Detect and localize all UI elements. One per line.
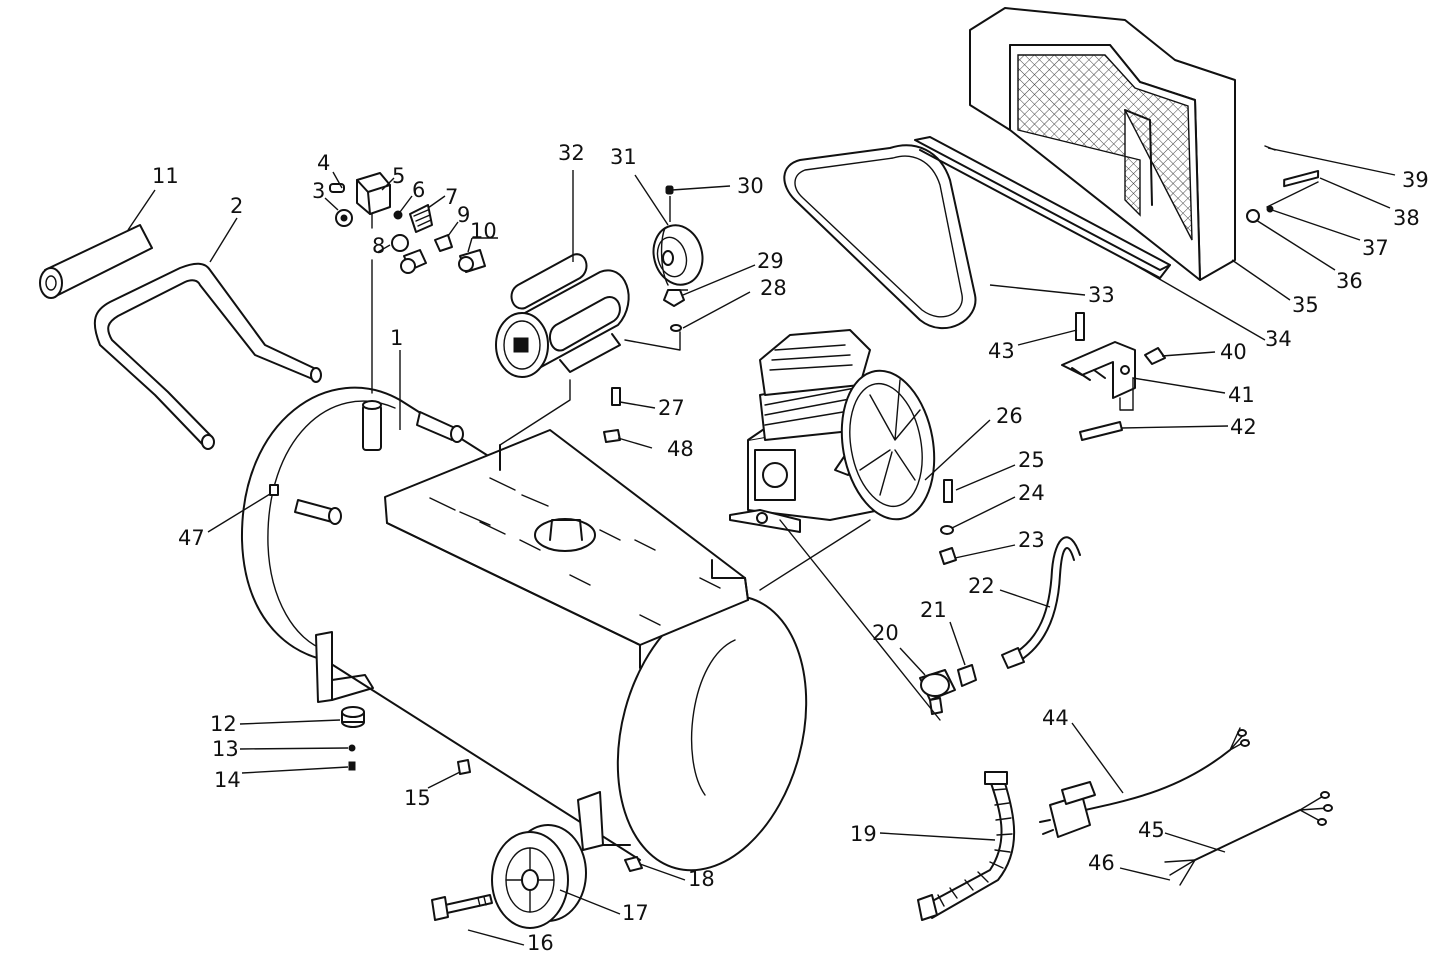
callout-4: 4 (317, 151, 330, 175)
callout-24: 24 (1018, 481, 1045, 505)
callout-23: 23 (1018, 528, 1045, 552)
callout-labels: 1 2 3 4 5 6 7 8 9 10 11 12 13 14 15 16 1… (152, 141, 1429, 955)
callout-21: 21 (920, 598, 947, 622)
callout-11: 11 (152, 164, 179, 188)
guard-bracket (914, 136, 1171, 279)
callout-43: 43 (988, 339, 1015, 363)
assembly-guides (499, 331, 1121, 721)
handle-grip (39, 224, 153, 299)
callout-41: 41 (1228, 383, 1255, 407)
motor-leads (1164, 791, 1333, 886)
tank-feet (315, 631, 631, 851)
callout-45: 45 (1138, 818, 1165, 842)
callout-39: 39 (1402, 168, 1429, 192)
callout-29: 29 (757, 249, 784, 273)
callout-26: 26 (996, 404, 1023, 428)
callout-1: 1 (390, 326, 403, 350)
power-cord (1039, 727, 1250, 838)
callout-6: 6 (412, 178, 425, 202)
tank-platform (384, 429, 749, 669)
motor-pulley (652, 185, 704, 286)
belt-guard (969, 7, 1236, 281)
callout-2: 2 (230, 194, 243, 218)
leader-lines (127, 147, 1396, 946)
callout-46: 46 (1088, 851, 1115, 875)
callout-15: 15 (404, 786, 431, 810)
callout-34: 34 (1265, 327, 1292, 351)
callout-48: 48 (667, 437, 694, 461)
callout-42: 42 (1230, 415, 1257, 439)
callout-17: 17 (622, 901, 649, 925)
callout-20: 20 (872, 621, 899, 645)
callout-32: 32 (558, 141, 585, 165)
callout-35: 35 (1292, 293, 1319, 317)
callout-10: 10 (470, 219, 497, 243)
callout-25: 25 (1018, 448, 1045, 472)
callout-30: 30 (737, 174, 764, 198)
callout-27: 27 (658, 396, 685, 420)
drive-belt (783, 144, 977, 330)
flywheel (840, 369, 936, 521)
pressure-switch-group (329, 172, 486, 394)
callout-12: 12 (210, 712, 237, 736)
callout-28: 28 (760, 276, 787, 300)
check-valve (919, 664, 977, 715)
callout-36: 36 (1336, 269, 1363, 293)
callout-5: 5 (392, 164, 405, 188)
electric-motor (495, 253, 630, 378)
callout-40: 40 (1220, 340, 1247, 364)
flex-hose (917, 771, 1016, 921)
small-hardware (269, 145, 1320, 872)
wheel (491, 824, 587, 929)
callout-33: 33 (1088, 283, 1115, 307)
callout-13: 13 (212, 737, 239, 761)
callout-3: 3 (312, 179, 325, 203)
callout-44: 44 (1042, 706, 1069, 730)
callout-38: 38 (1393, 206, 1420, 230)
callout-47: 47 (178, 526, 205, 550)
callout-18: 18 (688, 867, 715, 891)
callout-14: 14 (214, 768, 241, 792)
callout-16: 16 (527, 931, 554, 955)
mount-bracket (1061, 341, 1136, 399)
handle (93, 262, 322, 450)
callout-19: 19 (850, 822, 877, 846)
callout-8: 8 (372, 234, 385, 258)
callout-37: 37 (1362, 236, 1389, 260)
axle-bolt (431, 894, 493, 921)
discharge-tube (1001, 536, 1081, 669)
callout-31: 31 (610, 145, 637, 169)
callout-22: 22 (968, 574, 995, 598)
tank-ports (294, 400, 464, 525)
callout-9: 9 (457, 203, 470, 227)
callout-7: 7 (445, 185, 458, 209)
